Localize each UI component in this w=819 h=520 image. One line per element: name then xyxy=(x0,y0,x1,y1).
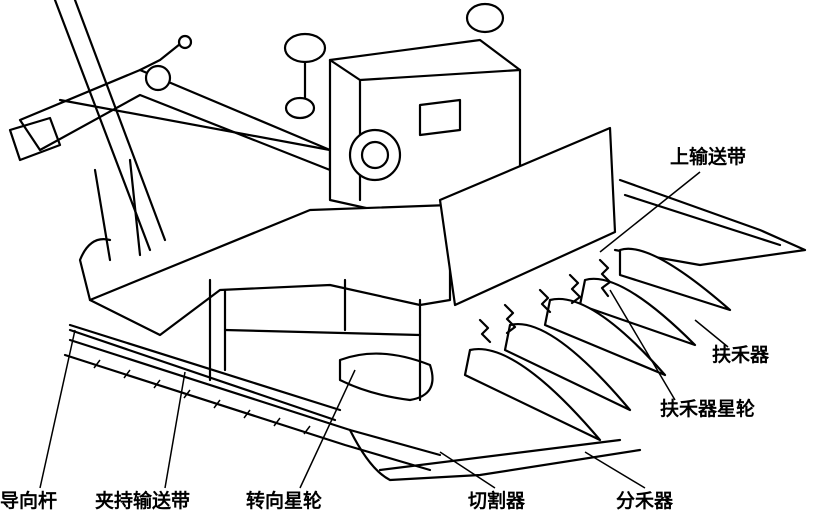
label-cutter: 切割器 xyxy=(468,490,526,512)
label-steering-star-wheel: 转向星轮 xyxy=(246,490,323,512)
leader-lines xyxy=(39,171,729,489)
label-crop-divider: 分禾器 xyxy=(616,490,674,512)
label-clamping-conveyor: 夹持输送带 xyxy=(95,490,191,512)
engine xyxy=(283,2,522,222)
header-plate xyxy=(78,126,617,402)
upper-conveyor xyxy=(613,178,807,267)
label-crop-lifter: 扶禾器 xyxy=(712,344,770,366)
clamping-conveyor xyxy=(63,323,642,482)
label-crop-lifter-star-wheel: 扶禾器星轮 xyxy=(660,398,756,420)
label-upper-conveyor: 上输送带 xyxy=(670,146,747,168)
label-guide-rod: 导向杆 xyxy=(0,490,58,512)
star-wheels xyxy=(338,258,612,402)
